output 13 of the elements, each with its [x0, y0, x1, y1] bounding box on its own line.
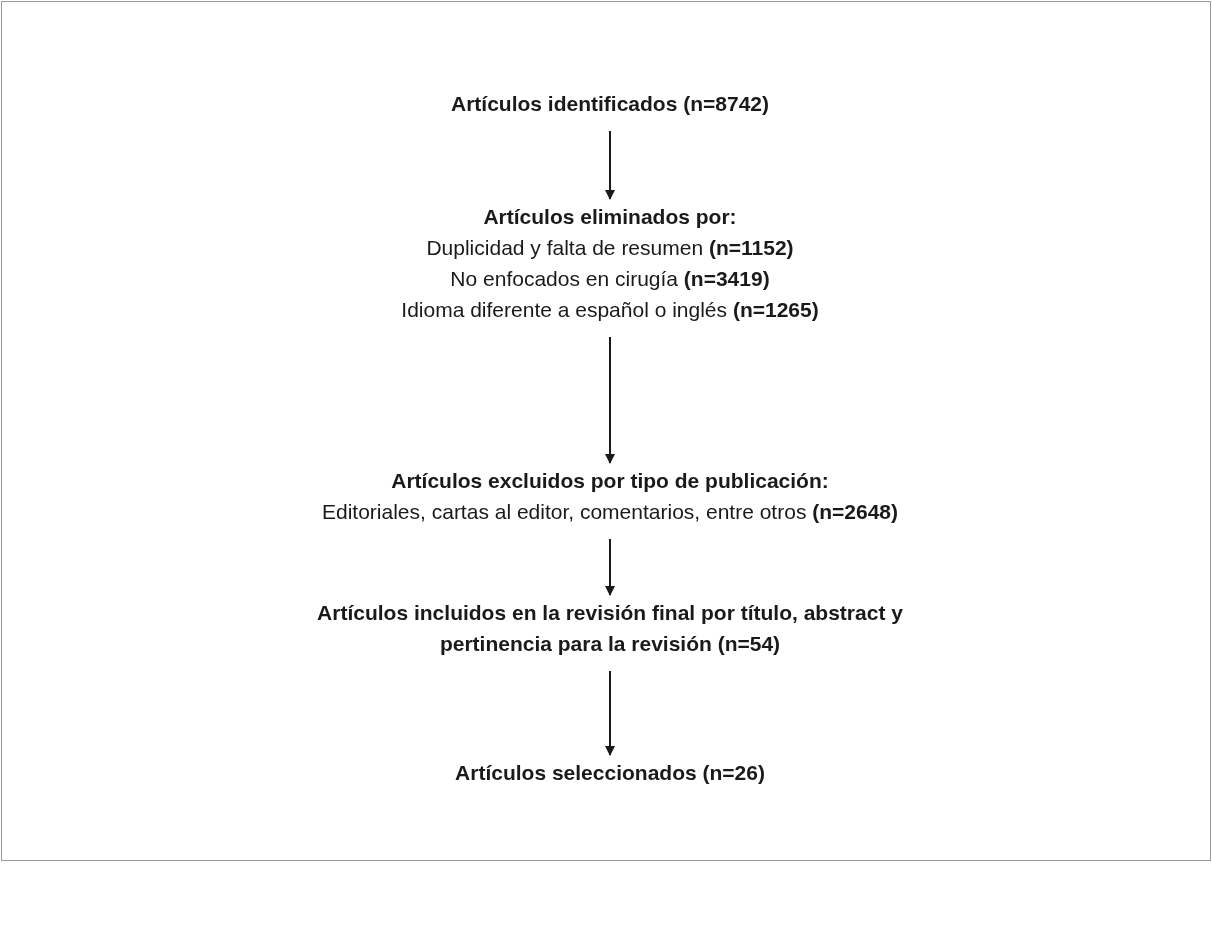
step-heading: Artículos identificados (n=8742)	[451, 91, 769, 117]
step-heading: Artículos seleccionados (n=26)	[455, 760, 765, 786]
arrow	[605, 130, 615, 200]
step-line: Idioma diferente a español o inglés (n=1265)	[401, 297, 819, 323]
arrow	[605, 538, 615, 596]
step-line: Editoriales, cartas al editor, comentarios, entre otros (n=2648)	[322, 499, 898, 525]
step-heading: Artículos eliminados por:	[482, 204, 738, 230]
step-line: No enfocados en cirugía (n=3419)	[449, 266, 771, 292]
arrow	[605, 336, 615, 464]
step-line: Duplicidad y falta de resumen (n=1152)	[425, 235, 795, 261]
step-heading: Artículos excluidos por tipo de publicación:	[390, 468, 830, 494]
step-heading: Artículos incluidos en la revisión final por título, abstract y pertinencia para la revisión (n=54)	[316, 600, 904, 657]
arrow	[605, 670, 615, 756]
